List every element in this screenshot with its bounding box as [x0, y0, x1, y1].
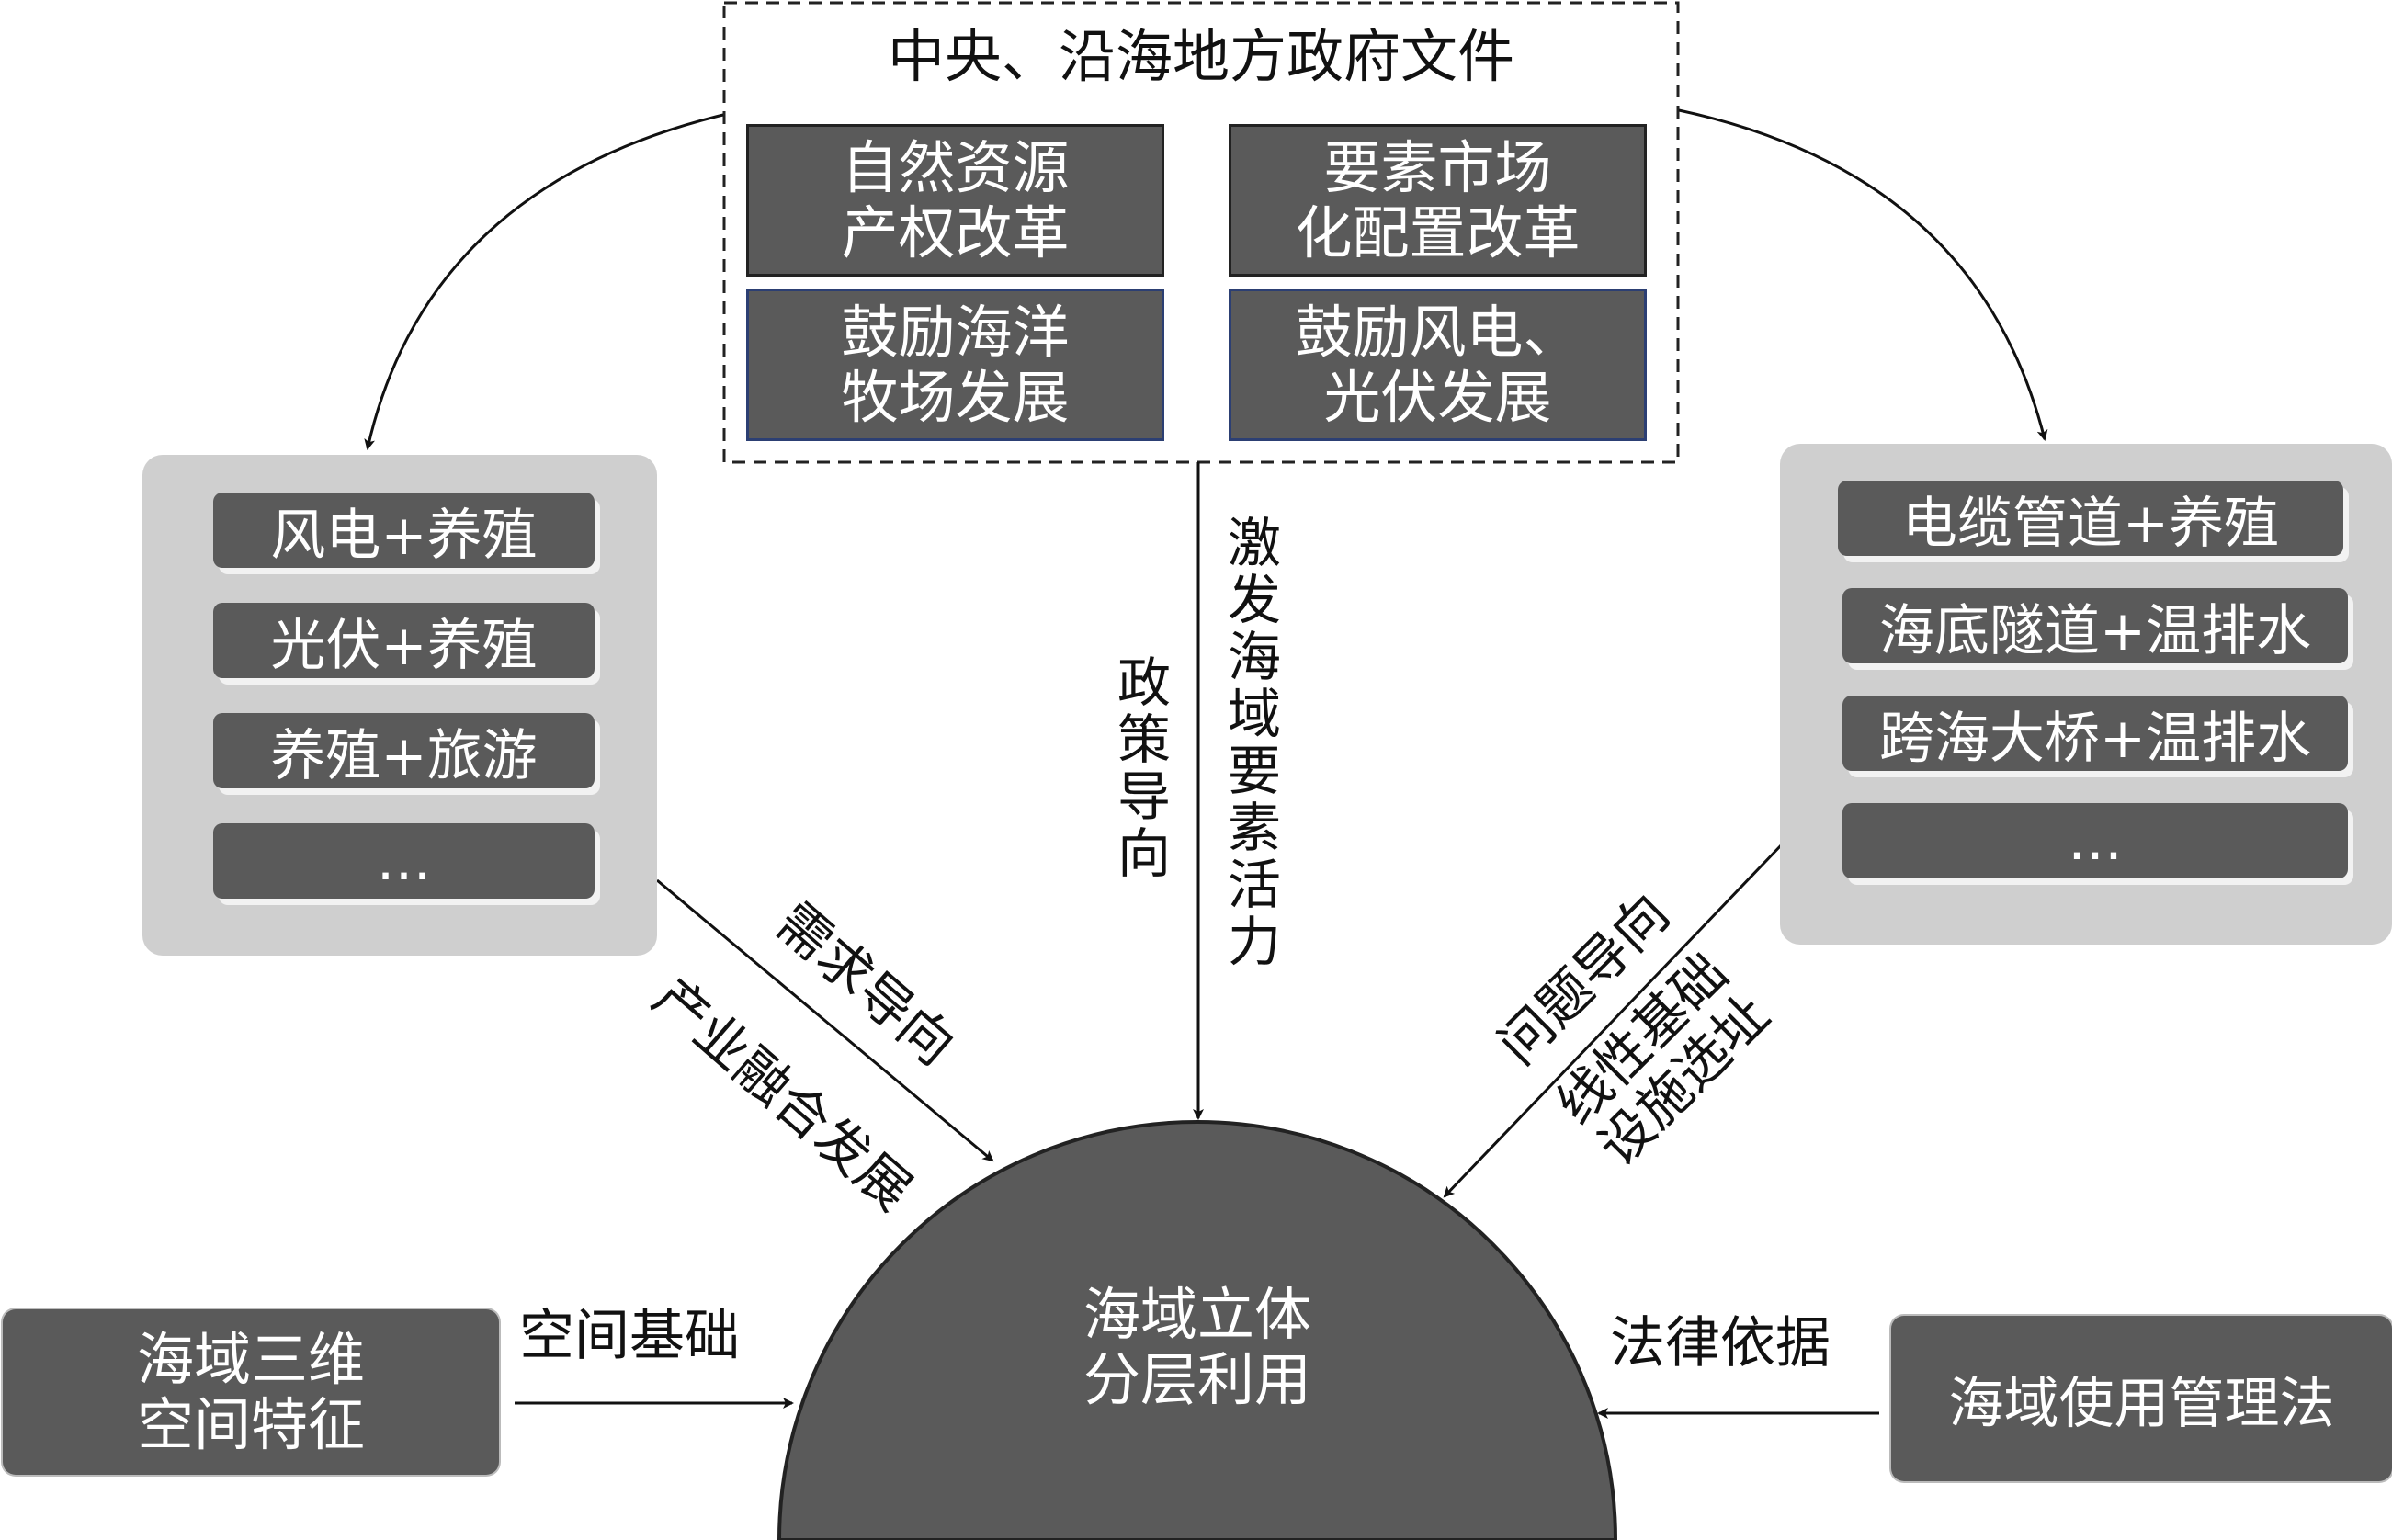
label-policy-orientation: 政策导向 — [1112, 654, 1176, 882]
vertical-char: 要 — [1227, 740, 1281, 802]
center-label: 海域立体 分层利用 — [1083, 1281, 1311, 1414]
box-market-allocation-reform: 要素市场 化配置改革 — [1229, 124, 1647, 277]
vertical-char: 海 — [1227, 626, 1281, 688]
vertical-char: 力 — [1227, 911, 1281, 973]
vertical-char: 政 — [1117, 651, 1171, 714]
vertical-char: 向 — [1117, 822, 1171, 885]
left-item-ellipsis: … — [213, 823, 595, 899]
arrow-left-panel-to-center — [656, 878, 994, 1162]
label-stimulate-vitality: 激发海域要素活力 — [1222, 515, 1287, 970]
top-document-container — [722, 1, 1680, 464]
arrow-top-to-right-panel — [1678, 108, 2048, 441]
vertical-char: 策 — [1117, 708, 1171, 771]
right-item-ellipsis: … — [1842, 803, 2348, 878]
vertical-char: 激 — [1227, 512, 1281, 574]
right-item-tunnel-thermal: 海底隧道+温排水 — [1842, 588, 2348, 663]
label-legal-basis: 法律依据 — [1610, 1311, 1831, 1376]
vertical-char: 域 — [1227, 683, 1281, 745]
vertical-char: 导 — [1117, 765, 1171, 828]
vertical-char: 素 — [1227, 797, 1281, 859]
right-item-bridge-thermal: 跨海大桥+温排水 — [1842, 696, 2348, 771]
arrow-right-panel-to-center — [1443, 842, 1785, 1198]
box-marine-ranch: 鼓励海洋 牧场发展 — [746, 289, 1164, 441]
left-item-solar-aquaculture: 光伏+养殖 — [213, 603, 595, 678]
right-item-cable-aquaculture: 电缆管道+养殖 — [1838, 481, 2343, 556]
left-item-aquaculture-tourism: 养殖+旅游 — [213, 713, 595, 788]
top-container-title: 中央、沿海地方政府文件 — [887, 23, 1514, 90]
arrow-top-to-left-panel — [364, 113, 724, 450]
box-3d-space-features: 海域三维 空间特征 — [3, 1309, 499, 1475]
left-item-wind-aquaculture: 风电+养殖 — [213, 493, 595, 568]
box-natural-resource-reform: 自然资源 产权改革 — [746, 124, 1164, 277]
label-space-basis: 空间基础 — [519, 1304, 740, 1368]
vertical-char: 发 — [1227, 569, 1281, 631]
vertical-char: 活 — [1227, 854, 1281, 916]
box-sea-area-law: 海域使用管理法 — [1891, 1316, 2392, 1481]
box-wind-solar: 鼓励风电、 光伏发展 — [1229, 289, 1647, 441]
center-semicircle — [777, 1120, 1618, 1540]
